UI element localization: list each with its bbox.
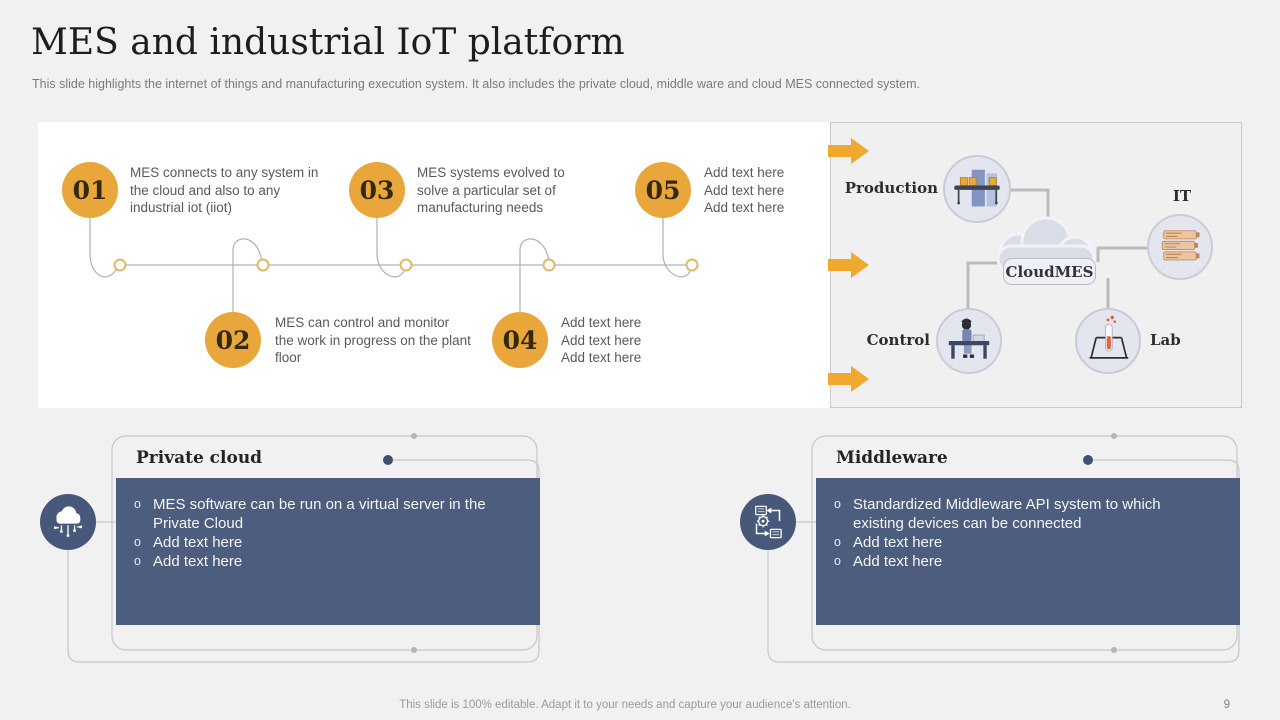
placeholder-text[interactable]: Add text here xyxy=(153,553,243,570)
placeholder-text[interactable]: Add text here xyxy=(561,350,642,365)
diagram-label-control: Control xyxy=(866,331,930,349)
bullet-item[interactable]: Add text here xyxy=(834,552,1210,571)
bullet-item: Standardized Middleware API system to wh… xyxy=(834,495,1210,533)
private-cloud-content-box: MES software can be run on a virtual ser… xyxy=(116,478,540,625)
diagram-node-production xyxy=(943,155,1011,223)
bullet-item[interactable]: Add text here xyxy=(834,533,1210,552)
diagram-node-lab xyxy=(1075,308,1141,374)
bullet-item: MES software can be run on a virtual ser… xyxy=(134,495,510,533)
card-title-middleware: Middleware xyxy=(836,448,948,468)
middleware-bullet-list: Standardized Middleware API system to wh… xyxy=(834,495,1210,571)
step-badge-02: 02 xyxy=(205,312,261,368)
test-tube-icon xyxy=(1089,315,1129,359)
step-number: 03 xyxy=(359,175,395,205)
placeholder-text[interactable]: Add text here xyxy=(704,182,785,198)
middleware-content-box: Standardized Middleware API system to wh… xyxy=(816,478,1240,625)
step-badge-01: 01 xyxy=(62,162,118,218)
footer-note: This slide is 100% editable. Adapt it to… xyxy=(399,699,851,711)
step-number: 05 xyxy=(645,175,681,205)
card-title-private-cloud: Private cloud xyxy=(136,448,263,468)
step-text-01: MES connects to any system in the cloud … xyxy=(130,165,319,215)
step-badge-05: 05 xyxy=(635,162,691,218)
page-number: 9 xyxy=(1223,699,1230,711)
diagram-label-production: Production xyxy=(844,179,938,197)
cloud-mes-label: CloudMES xyxy=(1003,258,1096,285)
step-text-05[interactable]: Add text here Add text here Add text her… xyxy=(704,164,844,217)
placeholder-text[interactable]: Add text here xyxy=(853,553,943,570)
diagram-node-control xyxy=(936,308,1002,374)
step-text-02: MES can control and monitor the work in … xyxy=(275,315,471,365)
placeholder-text[interactable]: Add text here xyxy=(153,534,243,551)
page-subtitle: This slide highlights the internet of th… xyxy=(32,77,920,91)
placeholder-text[interactable]: Add text here xyxy=(561,315,642,330)
page-title: MES and industrial IoT platform xyxy=(31,22,625,63)
bullet-item[interactable]: Add text here xyxy=(134,533,510,552)
private-cloud-bullet-list: MES software can be run on a virtual ser… xyxy=(134,495,510,571)
diagram-label-it: IT xyxy=(1172,187,1192,205)
operator-desk-icon xyxy=(948,318,990,359)
placeholder-text[interactable]: Add text here xyxy=(561,332,642,348)
step-number: 04 xyxy=(502,325,538,355)
step-text-03: MES systems evolved to solve a particula… xyxy=(417,165,565,215)
step-number: 02 xyxy=(215,325,251,355)
step-text-04[interactable]: Add text here Add text here Add text her… xyxy=(561,314,701,367)
placeholder-text[interactable]: Add text here xyxy=(853,534,943,551)
api-integration-icon xyxy=(755,505,782,539)
placeholder-text[interactable]: Add text here xyxy=(704,200,785,215)
cloud-network-icon xyxy=(54,506,82,537)
step-badge-03: 03 xyxy=(349,162,405,218)
private-cloud-icon-badge xyxy=(40,494,96,550)
bullet-text: Standardized Middleware API system to wh… xyxy=(853,496,1161,532)
diagram-node-it xyxy=(1147,214,1213,280)
server-stack-icon xyxy=(1161,230,1200,261)
step-badge-04: 04 xyxy=(492,312,548,368)
bullet-text: MES software can be run on a virtual ser… xyxy=(153,496,486,532)
placeholder-text[interactable]: Add text here xyxy=(704,165,785,180)
diagram-label-lab: Lab xyxy=(1150,331,1181,349)
conveyor-machine-icon xyxy=(954,169,1000,207)
middleware-icon-badge xyxy=(740,494,796,550)
step-number: 01 xyxy=(72,175,108,205)
bullet-item[interactable]: Add text here xyxy=(134,552,510,571)
